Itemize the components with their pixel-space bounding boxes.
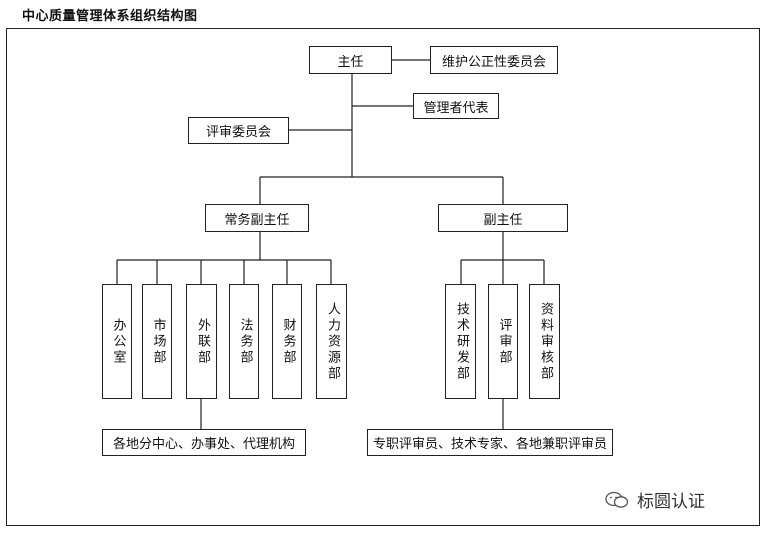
office-label: 办公室 [110,317,126,366]
market-label: 市场部 [150,317,166,366]
records-review-box: 资料审核部 [529,284,560,399]
deputy-box: 副主任 [438,204,568,232]
legal-box: 法务部 [229,284,259,399]
review-committee-label: 评审委员会 [205,125,271,140]
external-box: 外联部 [186,284,217,399]
hr-label: 人力资源部 [324,301,340,382]
watermark: 标圆认证 [605,487,705,512]
market-box: 市场部 [142,284,172,399]
impartiality-committee-box: 维护公正性委员会 [430,46,558,74]
reviewers-box: 专职评审员、技术专家、各地兼职评审员 [367,429,613,456]
exec-deputy-label: 常务副主任 [224,212,290,228]
deputy-label: 副主任 [483,212,523,228]
external-label: 外联部 [194,317,210,366]
finance-label: 财务部 [280,317,296,366]
watermark-text: 标圆认证 [637,492,705,512]
tech-rd-label: 技术研发部 [453,301,469,382]
wechat-icon [605,491,629,508]
management-rep-box: 管理者代表 [413,93,499,119]
director-box: 主任 [309,46,392,74]
office-box: 办公室 [102,284,132,399]
branches-label: 各地分中心、办事处、代理机构 [112,437,295,452]
impartiality-committee-label: 维护公正性委员会 [441,54,546,70]
director-label: 主任 [337,54,364,70]
review-dept-box: 评审部 [488,284,518,399]
branches-box: 各地分中心、办事处、代理机构 [102,429,306,456]
records-review-label: 资料审核部 [537,301,553,382]
tech-rd-box: 技术研发部 [445,284,476,399]
legal-label: 法务部 [237,317,253,366]
reviewers-label: 专职评审员、技术专家、各地兼职评审员 [372,437,607,452]
diagram-frame [6,28,760,526]
management-rep-label: 管理者代表 [423,100,489,116]
finance-box: 财务部 [272,284,302,399]
review-dept-label: 评审部 [496,317,512,366]
exec-deputy-box: 常务副主任 [205,204,309,232]
review-committee-box: 评审委员会 [188,117,289,144]
page-title: 中心质量管理体系组织结构图 [22,9,198,24]
hr-box: 人力资源部 [316,284,347,399]
